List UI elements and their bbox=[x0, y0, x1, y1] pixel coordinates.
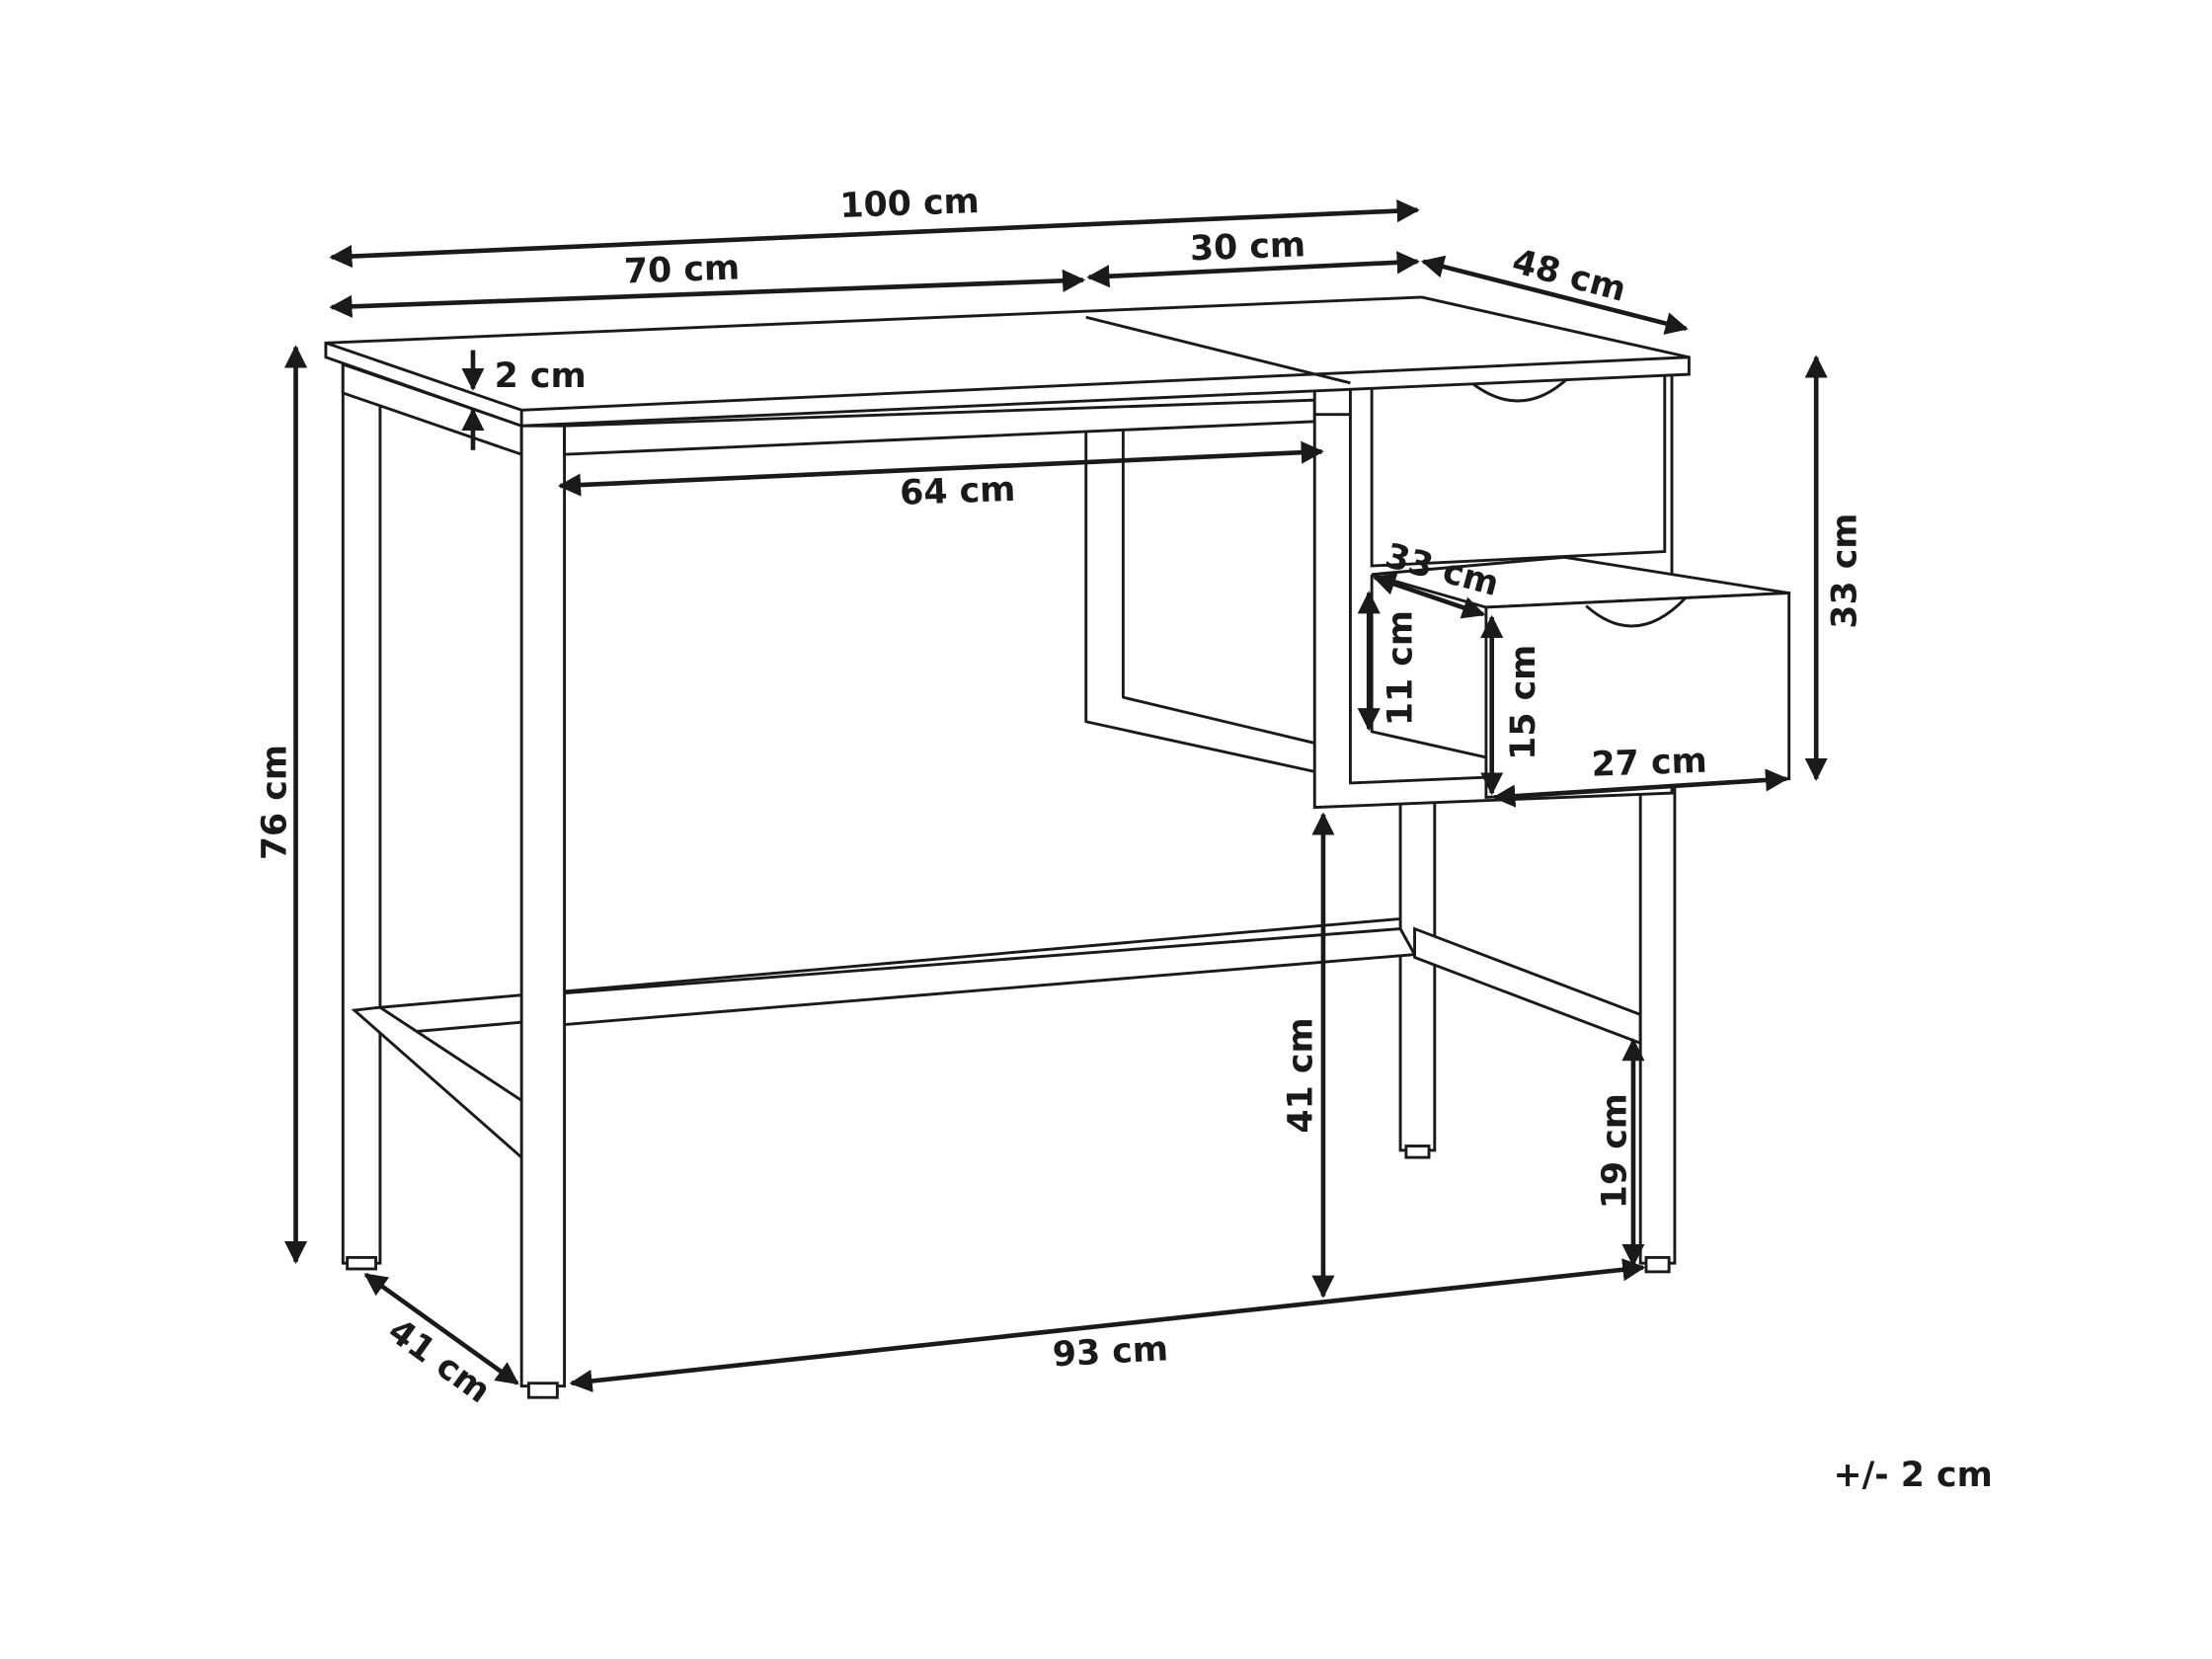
dim-33-depth bbox=[1372, 573, 1486, 619]
dim-70 bbox=[329, 269, 1086, 318]
dim-27 bbox=[1492, 768, 1789, 808]
label-total-width: 100 cm bbox=[839, 182, 981, 226]
dim-64 bbox=[557, 440, 1324, 497]
back-left-leg bbox=[341, 361, 382, 1265]
upper-drawer-handle bbox=[1470, 375, 1570, 403]
label-height: 76 cm bbox=[255, 745, 294, 860]
upper-drawer bbox=[1370, 372, 1667, 568]
label-leg-span: 93 cm bbox=[1052, 1329, 1169, 1375]
tolerance-note: +/- 2 cm bbox=[1834, 1456, 1993, 1495]
label-inner-width: 64 cm bbox=[900, 470, 1016, 514]
front-right-leg bbox=[1638, 781, 1677, 1265]
dim-93 bbox=[569, 1258, 1646, 1392]
dim-41-depth bbox=[363, 1272, 519, 1385]
foot-front-left bbox=[526, 1382, 559, 1399]
label-cabinet-width: 30 cm bbox=[1189, 225, 1305, 269]
desk-drawing bbox=[324, 295, 1791, 1399]
dimension-lines bbox=[283, 199, 1828, 1392]
label-drawer-width: 27 cm bbox=[1591, 742, 1707, 785]
right-side-stretcher bbox=[1413, 926, 1642, 1046]
dim-30 bbox=[1086, 251, 1420, 288]
dim-100 bbox=[329, 199, 1420, 269]
label-cabinet-clearance: 41 cm bbox=[1281, 1017, 1320, 1133]
front-lower-stretcher bbox=[563, 927, 1417, 1027]
label-cabinet-height: 33 cm bbox=[1826, 514, 1865, 629]
lower-drawer-handle bbox=[1585, 595, 1688, 628]
dim-48 bbox=[1420, 255, 1689, 335]
foot-back-left bbox=[346, 1255, 378, 1271]
label-top-thickness: 2 cm bbox=[495, 356, 587, 396]
front-left-leg bbox=[519, 424, 567, 1388]
label-drawer-front-height: 15 cm bbox=[1504, 645, 1543, 760]
label-desk-width: 70 cm bbox=[623, 248, 740, 291]
back-right-leg bbox=[1398, 791, 1437, 1152]
label-stretcher-height: 19 cm bbox=[1596, 1093, 1635, 1209]
label-drawer-inner-height: 11 cm bbox=[1382, 610, 1421, 726]
